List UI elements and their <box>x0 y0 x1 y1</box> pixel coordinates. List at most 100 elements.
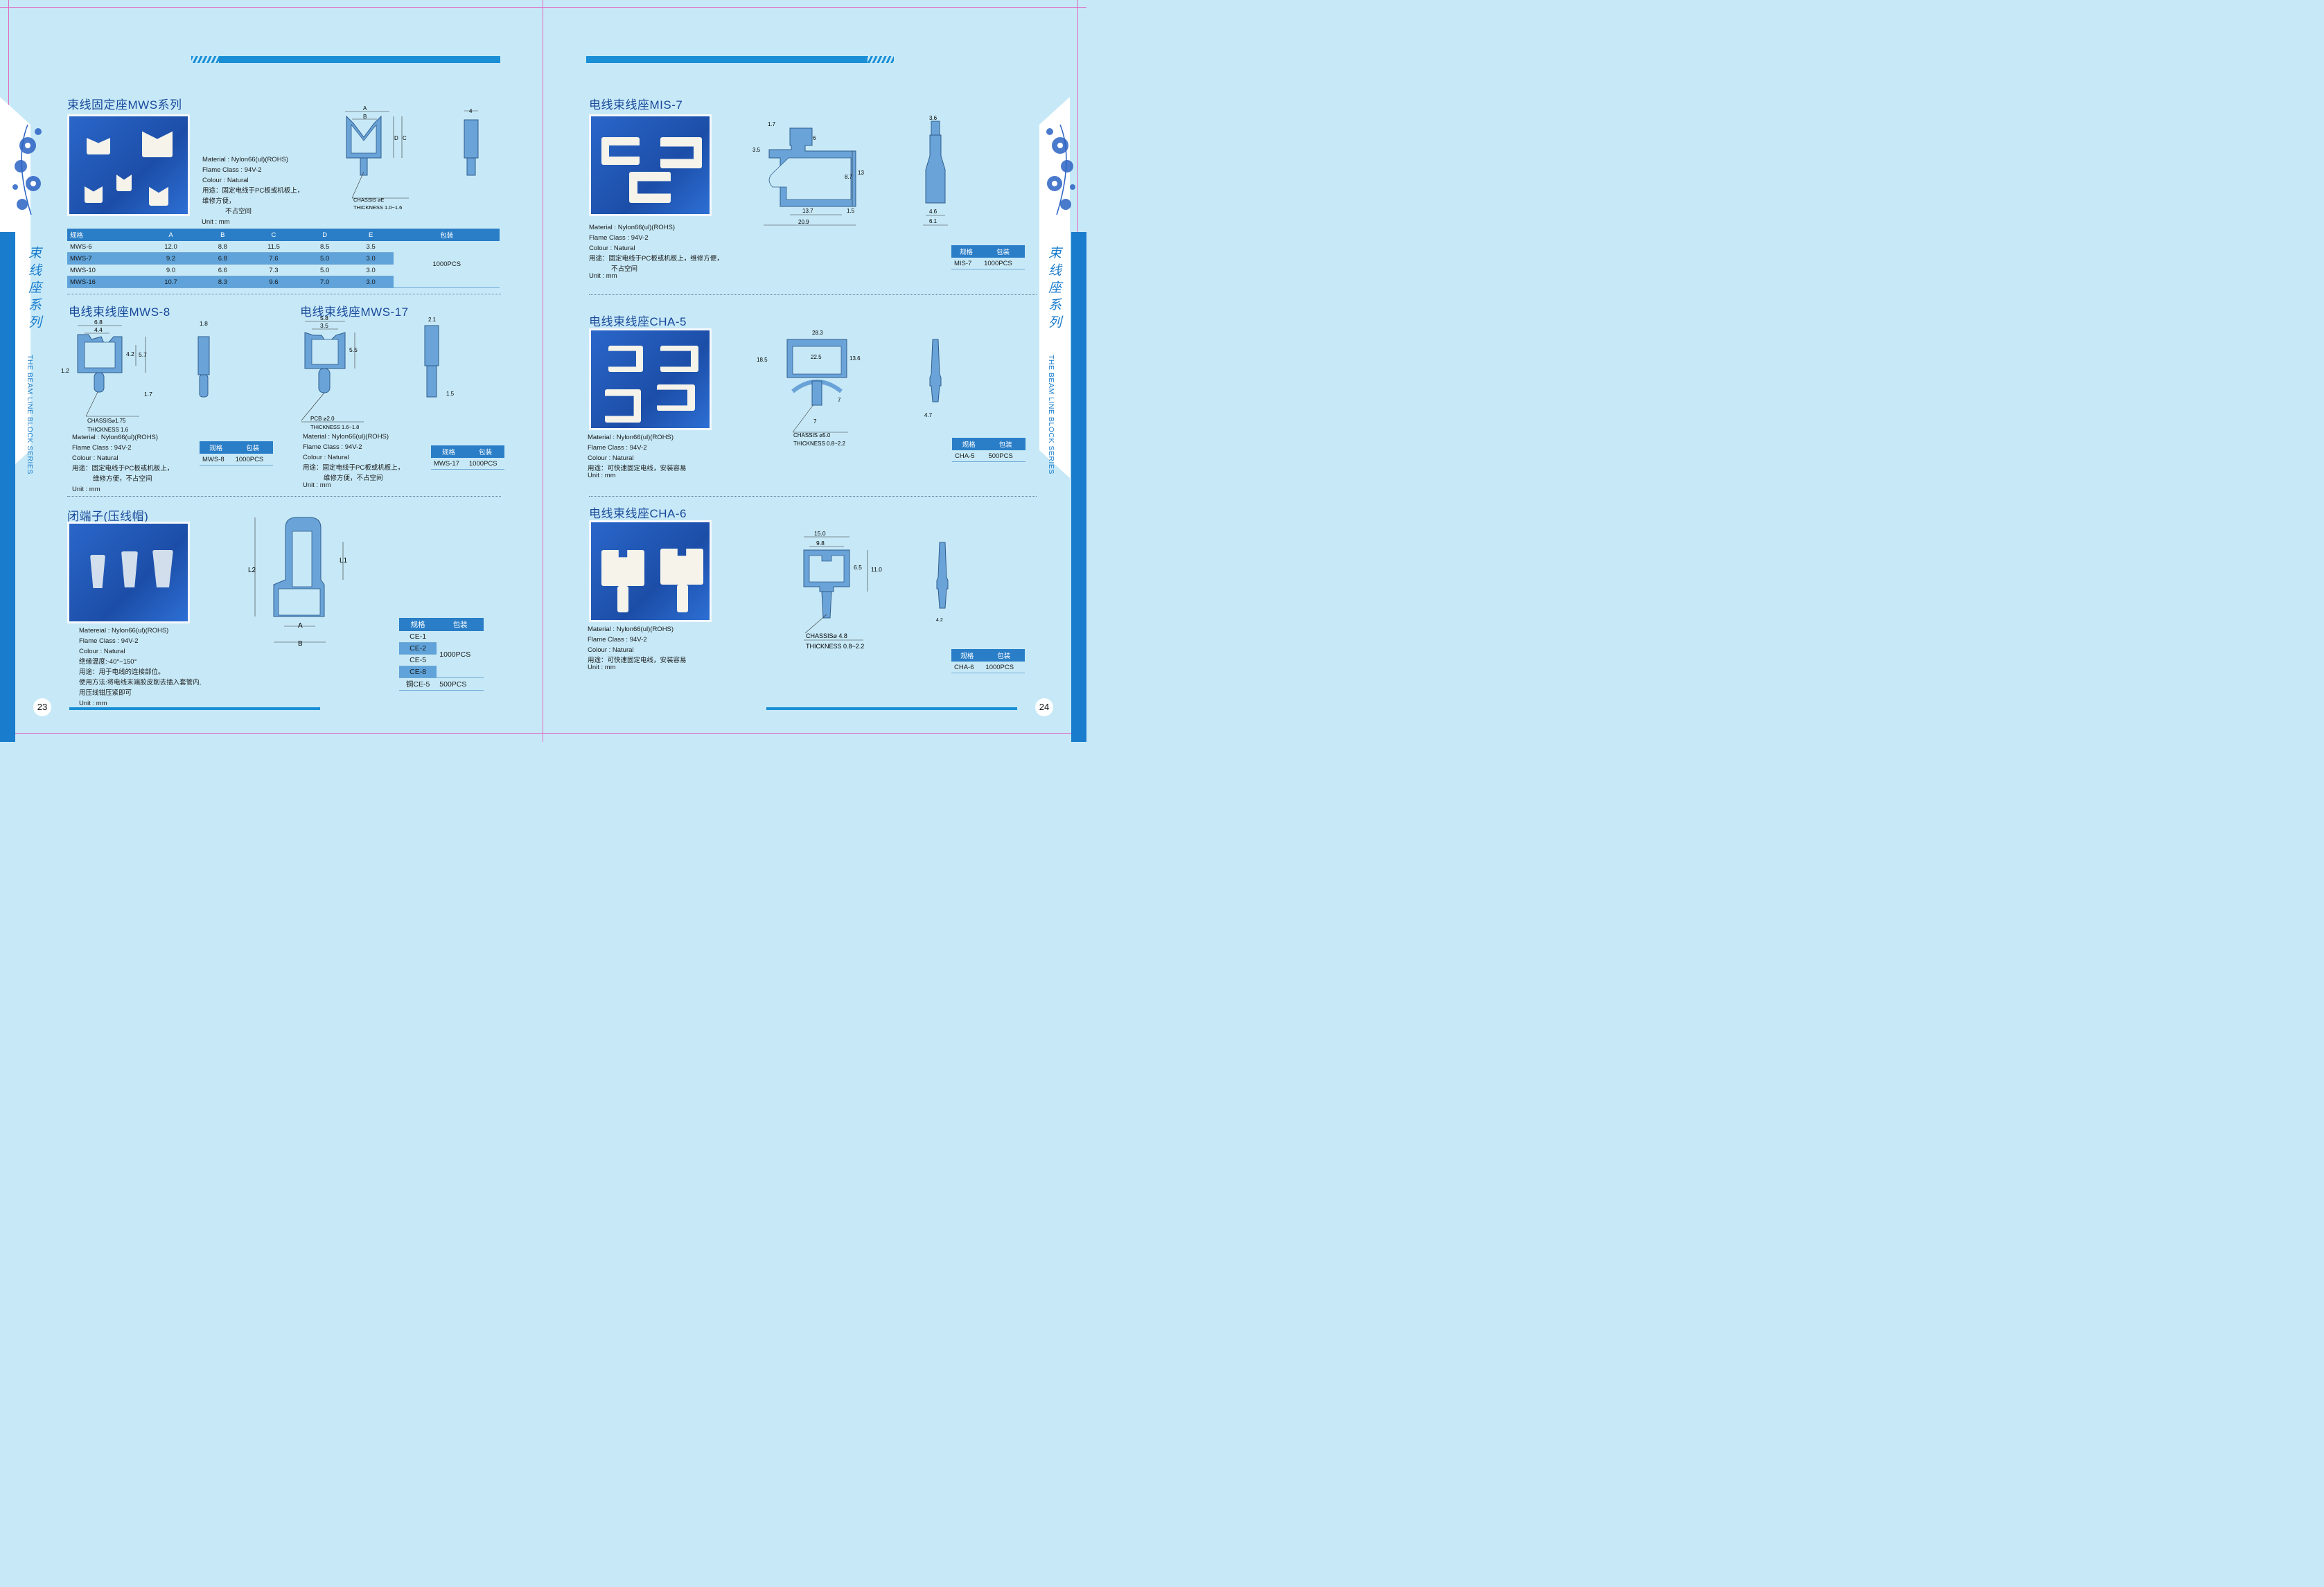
cell: CHA-5 <box>952 450 986 462</box>
cell: 7.6 <box>245 252 302 265</box>
dim-side-bot: 1.5 <box>446 391 455 397</box>
thickness-label: THICKNESS 0.8~2.2 <box>806 643 864 650</box>
dim-w2: 22.5 <box>811 354 822 360</box>
left-blue-strip <box>0 232 15 742</box>
dim-w2: 9.8 <box>816 540 825 547</box>
cell: 1000PCS <box>232 454 273 466</box>
mws8-spec: Material : Nylon66(ul)(ROHS) Flame Class… <box>72 432 173 495</box>
table-header-row: 规格包装 <box>952 438 1025 450</box>
dim-b1: 7 <box>838 397 841 403</box>
dim-w1: 5.8 <box>320 314 328 321</box>
left-page: 束线座系列 THE BEAM LINE BLOCK SERIES 束线固定座MW… <box>0 0 543 742</box>
spec-line: Material : Nylon66(ul)(ROHS) <box>588 434 674 441</box>
spec-line: Flame Class : 94V-2 <box>588 636 647 644</box>
cell: 12.0 <box>142 241 200 253</box>
dim-b: B <box>363 114 367 120</box>
dim-side-top: 2.1 <box>428 317 437 323</box>
dim-s1: 4.2 <box>936 618 943 623</box>
dim-h1: 4.2 <box>126 351 134 357</box>
dim-w1: 15.0 <box>814 530 826 537</box>
table-header: E <box>347 229 394 241</box>
dim-d3: 6 <box>813 135 816 141</box>
spec-line: 用途：用于电线的连接部位。 <box>79 668 165 676</box>
flower-ornament <box>12 124 42 215</box>
spec-line: 用途：固定电线于PC板或机板上， <box>202 187 304 195</box>
crop-mark-top <box>0 7 1086 8</box>
cell: 500PCS <box>985 450 1025 462</box>
side-title-cn: 束线座系列 <box>26 246 42 333</box>
spec-line: Unit : mm <box>303 481 331 489</box>
dim-left: 1.2 <box>61 367 69 374</box>
table-header: 包装 <box>394 229 500 241</box>
clip-shape <box>601 550 644 586</box>
dim-side: 1.8 <box>200 320 208 327</box>
dim-c: C <box>403 135 407 141</box>
cell: 3.0 <box>347 276 394 288</box>
cell: 1000PCS <box>981 258 1025 269</box>
mws17-diagram: 5.8 3.5 5.5 PCB ⌀2.0 THICKNESS 1.6~1.8 2… <box>301 314 455 430</box>
table-row: CE-2 <box>399 642 484 655</box>
table-header: 规格 <box>951 245 982 258</box>
spec-line: 用途：固定电线于PC板或机板上， <box>72 465 174 472</box>
cell: 3.5 <box>347 241 394 253</box>
chassis-label: CHASSIS⌀ 4.8 <box>806 632 847 639</box>
cha5-side-diagram: 4.7 <box>924 339 942 418</box>
cell: CE-8 <box>399 666 437 678</box>
bottom-bar <box>766 707 1017 710</box>
table-header-row: 规格包装 <box>200 441 273 454</box>
dim-a: A <box>298 622 303 630</box>
spec-line: Colour : Natural <box>303 454 349 461</box>
connector-shape <box>121 551 138 587</box>
table-header: 包装 <box>985 438 1025 450</box>
dim-s1: 4.7 <box>924 412 933 418</box>
chassis-label: CHASSIS ⌀5.0 <box>793 432 831 438</box>
cell: 3.0 <box>347 264 394 276</box>
spec-line: 用途：可快速固定电线，安装容易 <box>588 465 687 472</box>
spec-line: Colour : Natural <box>588 454 634 462</box>
cha6-title: 电线束线座CHA-6 <box>589 507 687 520</box>
dim-a: A <box>363 105 367 112</box>
table-header: A <box>142 229 200 241</box>
spec-line: 使用方法:将电线末端胶皮削去插入套管内, <box>79 679 202 686</box>
chassis-label: CHASSIS ⌀E <box>353 197 385 203</box>
cell: CE-2 <box>399 642 437 655</box>
table-header-row: 规格 A B C D E 包装 <box>67 229 500 241</box>
table-header: 规格 <box>200 441 233 454</box>
spec-line: 用途：固定电线于PC板或机板上， <box>303 464 405 472</box>
dim-h2: 11.0 <box>871 566 882 573</box>
cell: 9.0 <box>142 264 200 276</box>
spec-line: Flame Class : 94V-2 <box>303 443 362 451</box>
dim-h1: 18.5 <box>757 357 768 363</box>
table-header-row: 规格包装 <box>951 245 1025 258</box>
mws8-title: 电线束线座MWS-8 <box>69 305 170 319</box>
clip-shape <box>629 172 671 203</box>
cell: 5.0 <box>301 264 348 276</box>
spec-line: Colour : Natural <box>79 648 125 655</box>
clip-shape <box>660 346 698 372</box>
dim-h: 5.5 <box>349 346 358 353</box>
spec-line: Colour : Natural <box>588 646 634 654</box>
cha6-diagram: 15.0 9.8 6.5 11.0 CHASSIS⌀ 4.8 THICKNESS… <box>803 530 882 650</box>
clip-shape <box>87 138 110 154</box>
clip-shape <box>608 346 643 372</box>
dim-s3: 6.1 <box>929 218 937 224</box>
flower-ornament <box>1046 124 1075 215</box>
table-header: 包装 <box>466 445 504 458</box>
dim-d2: 3.5 <box>752 147 761 153</box>
spec-line: Material : Nylon66(ul)(ROHS) <box>303 433 389 441</box>
cell: 6.6 <box>200 264 246 276</box>
spec-line: Colour : Natural <box>72 454 118 462</box>
dim-h2: 5.7 <box>139 351 147 358</box>
dim-b2: 7 <box>813 418 817 425</box>
cell: 1000PCS <box>983 662 1025 673</box>
cell: CE-1 <box>399 631 437 643</box>
cell: MWS-6 <box>67 241 142 253</box>
pcb-label: PCB ⌀2.0 <box>310 416 335 422</box>
spec-line: Flame Class : 94V-2 <box>72 444 132 452</box>
top-bar-stripes <box>191 56 219 63</box>
divider <box>589 294 1037 295</box>
